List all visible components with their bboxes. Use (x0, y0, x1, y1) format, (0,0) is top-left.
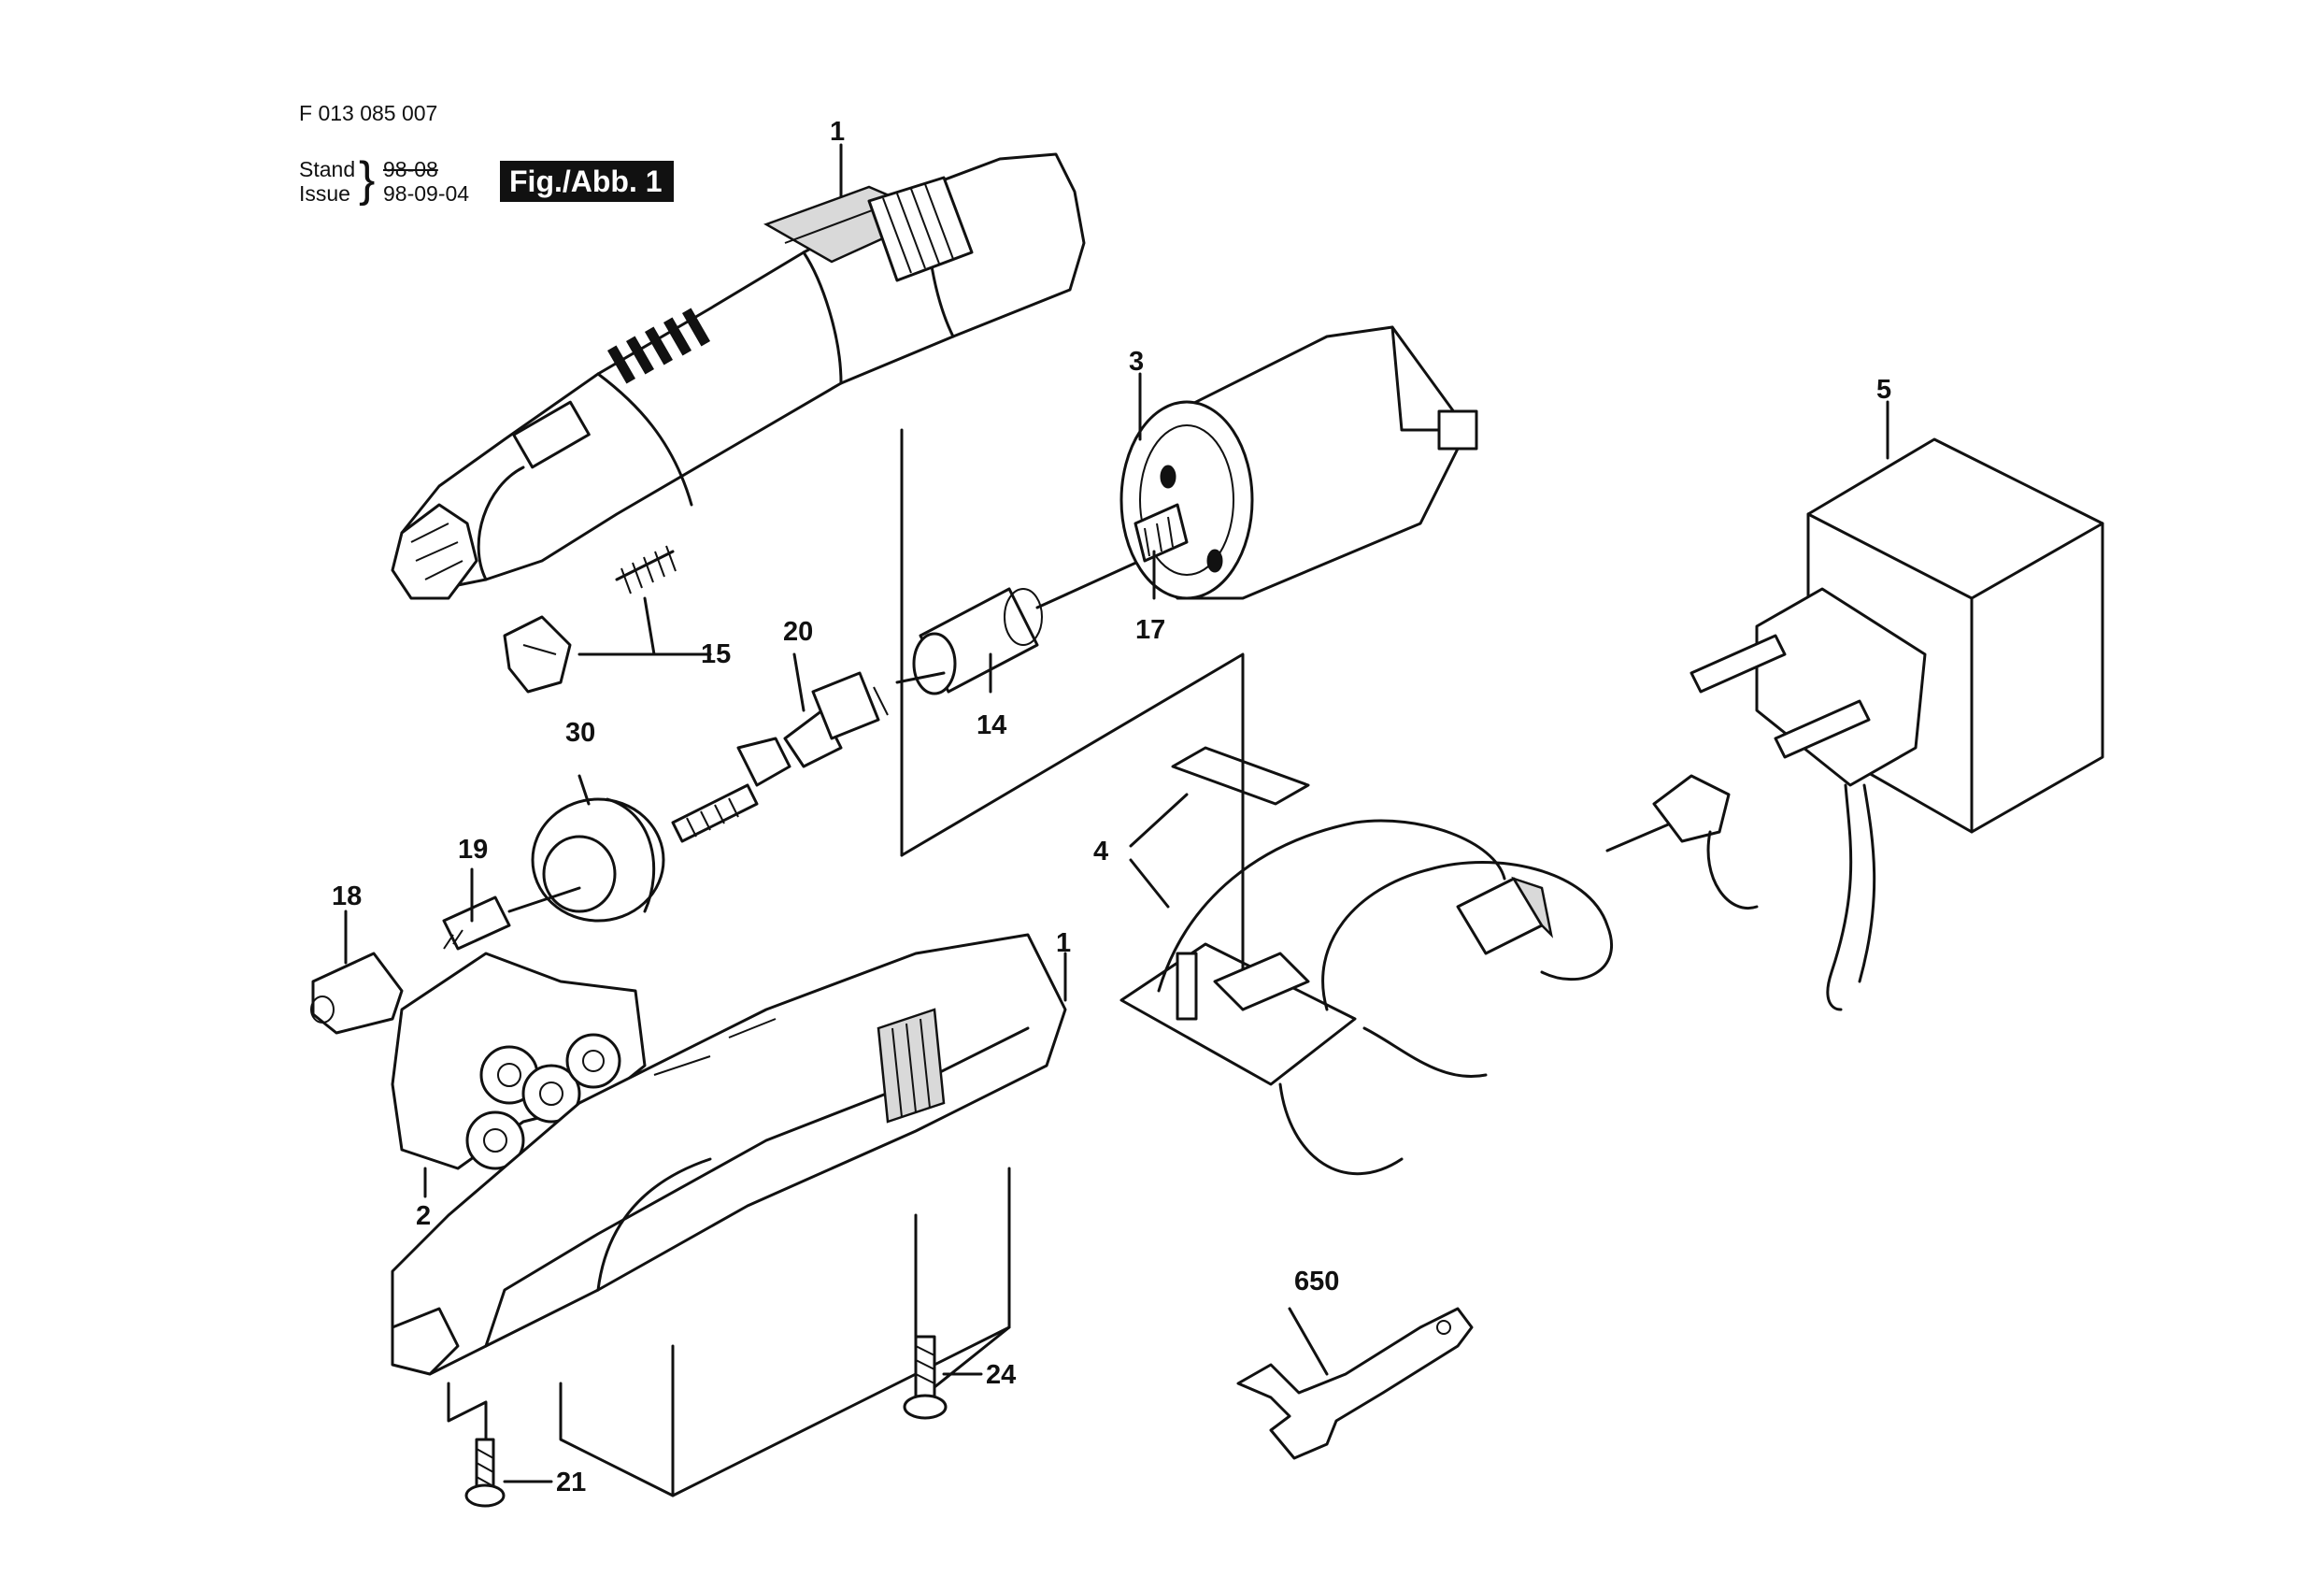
rear-screw-part (903, 1335, 983, 1420)
callout-motor: 3 (1129, 347, 1144, 377)
vent-slots (606, 308, 711, 384)
callout-brush-spring: 15 (701, 639, 731, 669)
wrench-part (1236, 1307, 1474, 1460)
callout-wrench: 650 (1294, 1267, 1339, 1296)
motor-part (1119, 325, 1478, 600)
brace-icon: } (359, 152, 376, 207)
figure-label: Fig./Abb. 1 (500, 161, 674, 202)
lower-housing-part (391, 933, 1067, 1497)
stand-label: Stand (299, 157, 356, 181)
leader-lines (344, 143, 1889, 1376)
spring-icon (615, 545, 677, 594)
collet-nut-part (310, 952, 404, 1035)
callout-housing-top: 1 (830, 117, 845, 147)
callout-screw-front: 21 (556, 1468, 586, 1497)
front-screw-part (447, 1382, 553, 1508)
callout-spindle: 20 (783, 617, 813, 647)
callout-motor-pinion: 17 (1135, 615, 1165, 645)
charger-part (1690, 437, 2104, 1011)
stand-date-struck: 98-08 (383, 157, 438, 181)
callout-charger: 5 (1876, 375, 1891, 405)
issue-date: 98-09-04 (383, 181, 470, 206)
callout-collet-nut: 18 (332, 881, 362, 911)
callout-screw-rear: 24 (986, 1360, 1016, 1390)
coupling-part (895, 559, 1142, 695)
issue-label: Issue (299, 181, 350, 206)
callout-collet-set: 2 (416, 1201, 431, 1231)
brush-spring-part (503, 545, 712, 694)
spindle-part (671, 671, 889, 843)
end-cap-part (531, 797, 665, 923)
drawing-number: F 013 085 007 (299, 101, 438, 125)
callout-collet: 19 (458, 835, 488, 865)
knurled-ring (867, 176, 974, 282)
upper-housing-part (391, 152, 1086, 600)
collet-part (442, 886, 581, 951)
logo-plate (512, 400, 591, 469)
socket-connector-part (1605, 774, 1759, 910)
callout-housing-bottom: 1 (1056, 928, 1071, 958)
callout-end-cap: 30 (565, 718, 595, 748)
callout-circuit-board: 4 (1093, 837, 1108, 867)
callout-coupling: 14 (977, 710, 1006, 740)
circuit-board-part (900, 428, 1614, 1176)
collet-set-part (391, 952, 647, 1170)
